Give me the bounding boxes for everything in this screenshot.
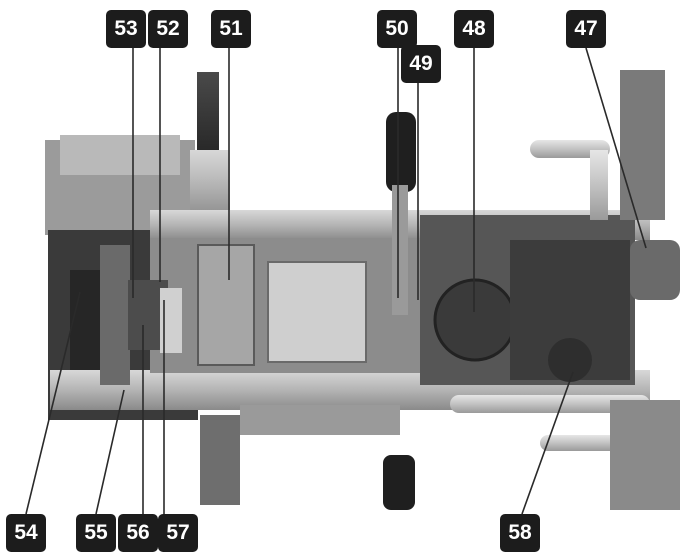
callout-58: 58 bbox=[500, 514, 540, 552]
leader-55 bbox=[95, 389, 125, 515]
callout-52: 52 bbox=[148, 10, 188, 48]
front-bracket bbox=[100, 245, 130, 385]
vertical-post bbox=[392, 185, 408, 315]
engine-hub bbox=[548, 338, 592, 382]
lower-boot bbox=[383, 455, 415, 510]
leader-58 bbox=[521, 371, 574, 515]
callout-51: 51 bbox=[211, 10, 251, 48]
rear-mount bbox=[620, 70, 665, 220]
center-plate bbox=[197, 244, 255, 366]
leader-54 bbox=[25, 291, 81, 515]
upper-boot bbox=[386, 112, 416, 192]
front-axle-arm bbox=[240, 405, 400, 435]
callout-54: 54 bbox=[6, 514, 46, 552]
callout-47: 47 bbox=[566, 10, 606, 48]
front-axle-bracket bbox=[200, 415, 240, 505]
rear-bracket bbox=[610, 400, 680, 510]
leader-47 bbox=[585, 47, 647, 249]
center-window bbox=[267, 261, 367, 363]
callout-56: 56 bbox=[118, 514, 158, 552]
rear-joint bbox=[630, 240, 680, 300]
callout-55: 55 bbox=[76, 514, 116, 552]
intake-pipe bbox=[190, 150, 230, 220]
callout-57: 57 bbox=[158, 514, 198, 552]
right-vertical-pipe bbox=[590, 150, 608, 220]
callout-49: 49 bbox=[401, 45, 441, 83]
callout-53: 53 bbox=[106, 10, 146, 48]
callout-48: 48 bbox=[454, 10, 494, 48]
intake-stack bbox=[197, 72, 219, 157]
lower-pipe bbox=[450, 395, 650, 413]
steering-cylinder bbox=[160, 288, 182, 353]
callout-50: 50 bbox=[377, 10, 417, 48]
